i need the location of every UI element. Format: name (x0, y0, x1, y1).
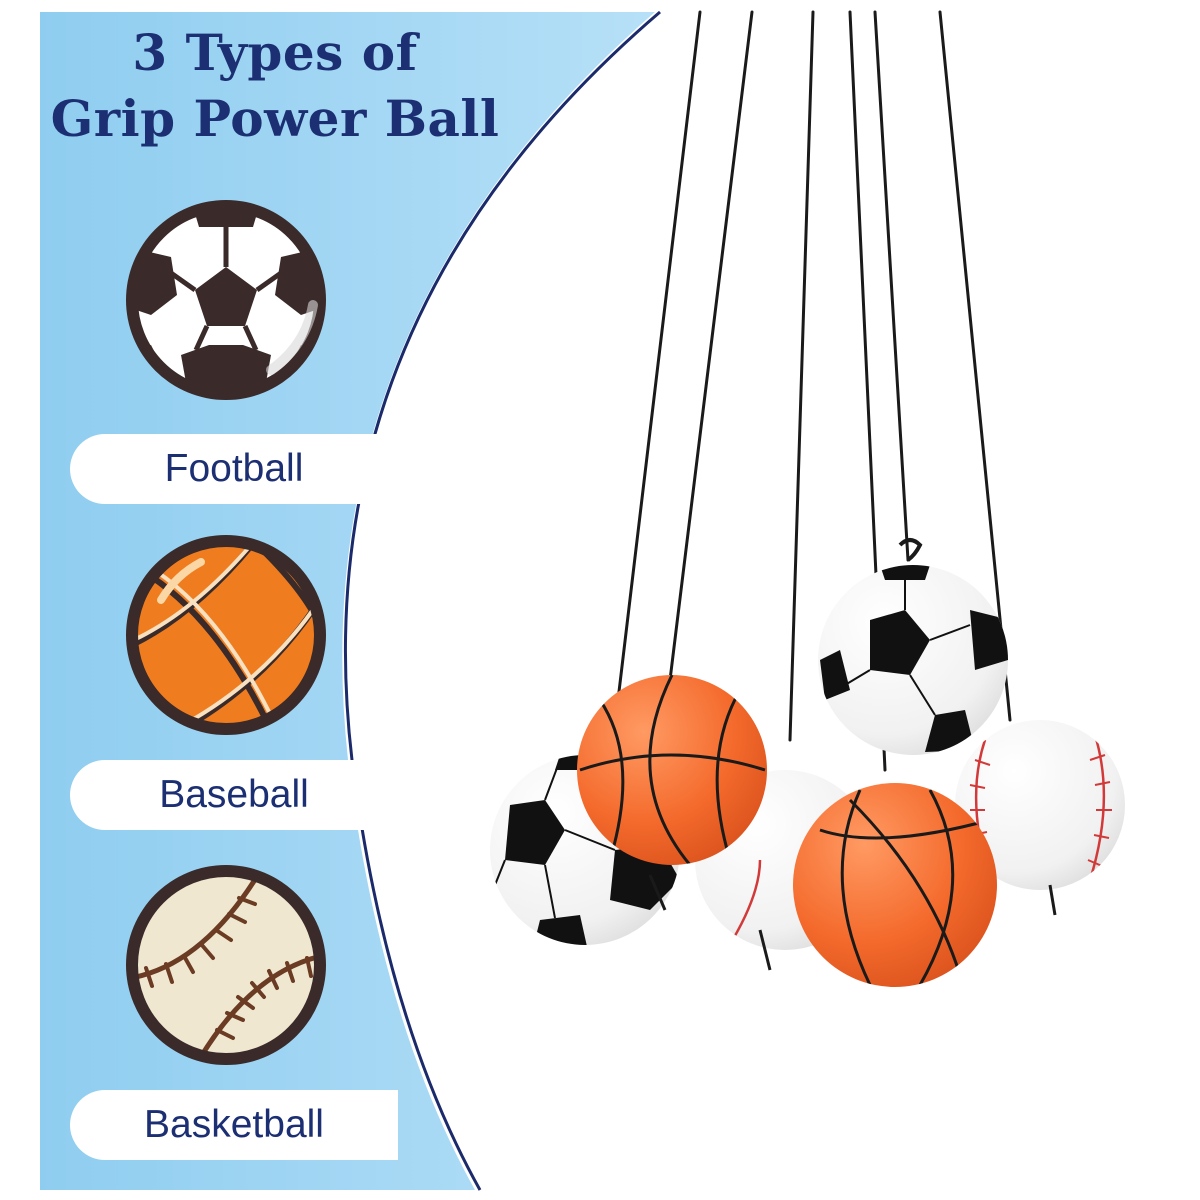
strings (616, 10, 1012, 772)
string-ends (648, 874, 1057, 971)
type-label-text: Basketball (144, 1103, 324, 1146)
basketball-left (577, 675, 767, 865)
soccer-ball-icon (126, 200, 326, 400)
type-label-text: Football (164, 447, 304, 490)
baseball-right (955, 720, 1125, 890)
basketball-icon (126, 535, 326, 735)
title-line-2: Grip Power Ball (50, 89, 500, 148)
type-label-football: Football (70, 434, 398, 504)
type-label-baseball: Baseball (70, 760, 398, 830)
page-title: 3 Types of Grip Power Ball (40, 20, 510, 152)
baseball-icon (126, 865, 326, 1065)
type-label-basketball: Basketball (70, 1090, 398, 1160)
soccer-ball-right (818, 538, 1008, 755)
basketball-right (793, 783, 997, 987)
title-line-1: 3 Types of (132, 23, 418, 82)
type-label-text: Baseball (159, 773, 309, 816)
